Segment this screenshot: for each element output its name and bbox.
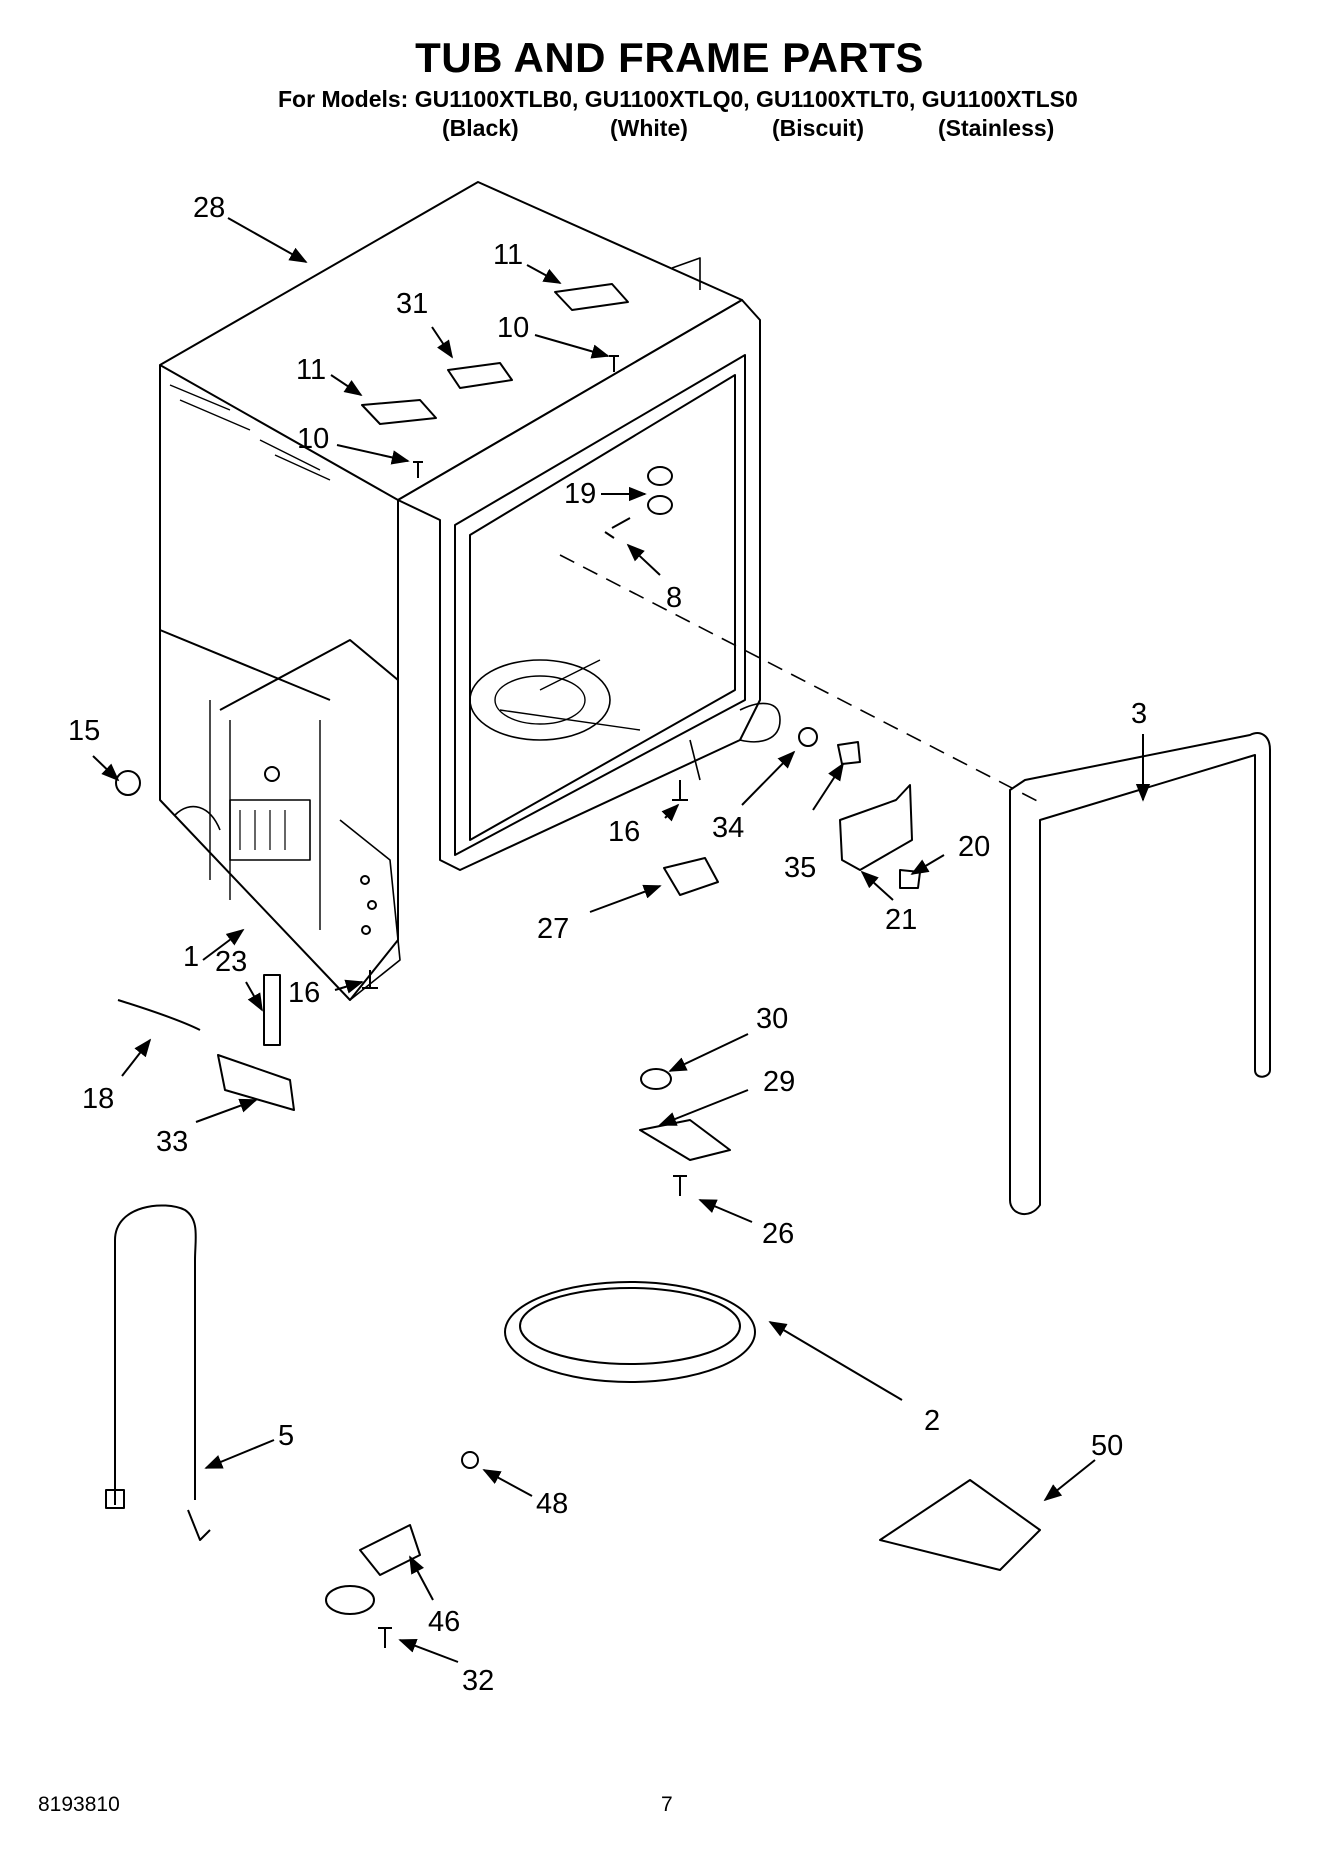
- clamp-part-48: [461, 1451, 479, 1469]
- parts-bag-part-50: [879, 1479, 1041, 1571]
- bracket-part-21: [839, 784, 913, 871]
- callout-5: 5: [278, 1420, 295, 1452]
- document-number: 8193810: [38, 1793, 120, 1816]
- callout-20: 20: [958, 831, 991, 863]
- heating-element-part-5: [114, 1204, 197, 1505]
- page-number: 7: [661, 1793, 673, 1816]
- screw-part-16b: [362, 970, 378, 989]
- callout-1: 1: [183, 941, 200, 973]
- callout-8: 8: [666, 582, 683, 614]
- bolt-part-35: [837, 741, 861, 765]
- callout-15: 15: [68, 715, 101, 747]
- callout-2: 2: [924, 1405, 941, 1437]
- variant-biscuit: (Biscuit): [772, 115, 864, 141]
- screw-part-26: [673, 1175, 687, 1196]
- callout-19: 19: [564, 478, 597, 510]
- strip-part-23: [263, 974, 281, 1046]
- callout-3: 3: [1131, 698, 1148, 730]
- bracket-part-29: [639, 1119, 731, 1161]
- valve-part-46: [359, 1524, 421, 1576]
- leader-arrows: [92, 217, 1151, 1663]
- variant-black: (Black): [442, 115, 519, 141]
- clip-part-27: [663, 857, 719, 896]
- screw-part-16a: [672, 780, 688, 801]
- callout-48: 48: [536, 1488, 569, 1520]
- models-line: For Models: GU1100XTLB0, GU1100XTLQ0, GU…: [278, 86, 1078, 112]
- variant-stainless: (Stainless): [938, 115, 1055, 141]
- callout-28: 28: [193, 192, 226, 224]
- door-gasket-part-3: [1009, 732, 1271, 1215]
- callout-10-left: 10: [297, 423, 330, 455]
- tub-assembly-part-28: [159, 181, 781, 1001]
- callout-27: 27: [537, 913, 570, 945]
- callout-33: 33: [156, 1126, 189, 1158]
- callout-16-lower: 16: [288, 977, 321, 1009]
- pad-part-33: [217, 1054, 295, 1111]
- callout-11-left: 11: [296, 354, 327, 386]
- callout-32: 32: [462, 1665, 495, 1697]
- callout-16-upper: 16: [608, 816, 641, 848]
- spring-part-18: [117, 999, 201, 1031]
- gasket-part-2: [504, 1281, 756, 1383]
- callout-30: 30: [756, 1003, 789, 1035]
- callout-21: 21: [885, 904, 918, 936]
- screw-part-32: [378, 1627, 392, 1648]
- callout-11-top: 11: [493, 239, 524, 271]
- callout-50: 50: [1091, 1430, 1124, 1462]
- callout-31: 31: [396, 288, 429, 320]
- callout-46: 46: [428, 1606, 461, 1638]
- variant-white: (White): [610, 115, 688, 141]
- page-title: TUB AND FRAME PARTS: [415, 34, 924, 81]
- callout-35: 35: [784, 852, 817, 884]
- callout-10-top: 10: [497, 312, 530, 344]
- callout-29: 29: [763, 1066, 796, 1098]
- assembly-axis-lines: [559, 554, 1046, 806]
- callout-34: 34: [712, 812, 745, 844]
- screw-part-20: [899, 869, 921, 889]
- callout-26: 26: [762, 1218, 795, 1250]
- nut-part-34: [798, 727, 818, 747]
- switch-part-30: [640, 1068, 672, 1090]
- plug-part-15: [115, 770, 141, 796]
- callout-18: 18: [82, 1083, 115, 1115]
- callout-23: 23: [215, 946, 248, 978]
